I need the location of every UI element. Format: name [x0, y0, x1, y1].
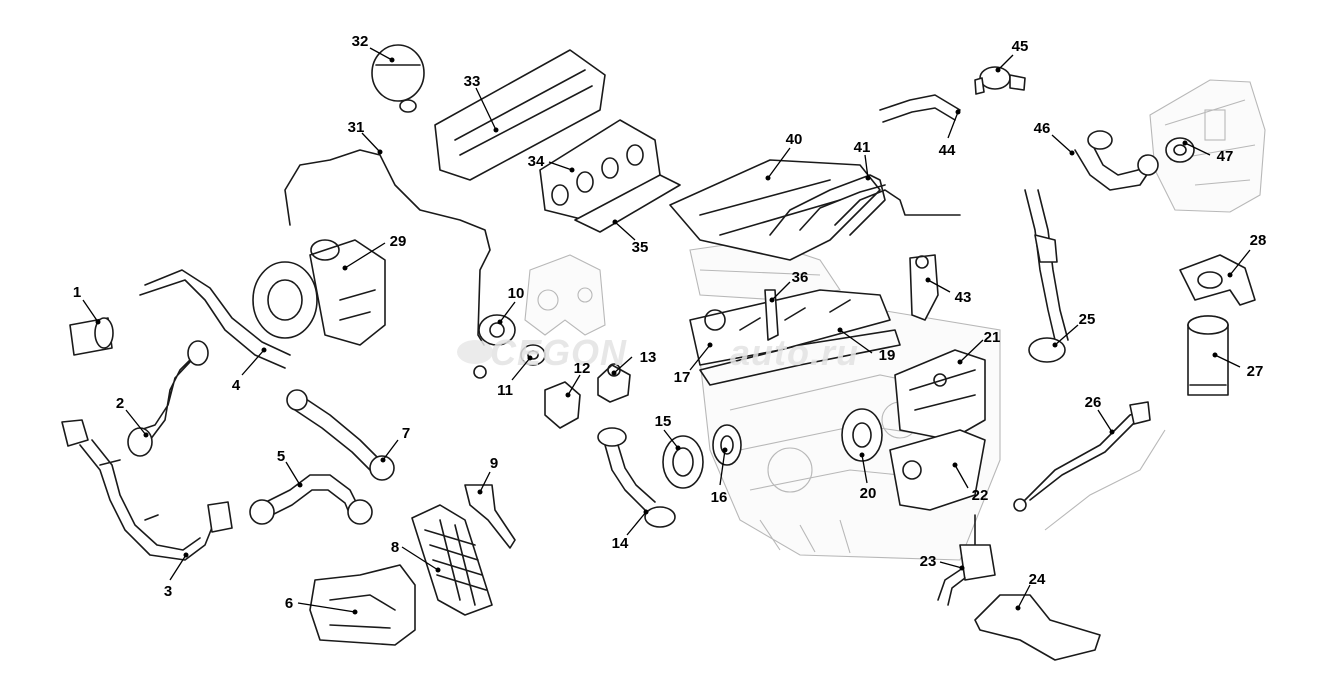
- callout-40: 40: [786, 131, 803, 148]
- part-sleeve: [69, 317, 114, 356]
- part-connector-47: [1165, 137, 1195, 163]
- part-pulley-16: [712, 424, 742, 466]
- callout-28: 28: [1250, 232, 1267, 249]
- part-pipe-25: [1024, 189, 1069, 363]
- part-injector-36: [764, 289, 779, 341]
- callout-43: 43: [955, 289, 972, 306]
- part-gear-15: [662, 435, 704, 489]
- part-pump-10: [473, 314, 516, 379]
- part-hose-5: [249, 474, 373, 525]
- callout-44: 44: [939, 142, 956, 159]
- callout-19: 19: [879, 347, 896, 364]
- part-hose-7: [286, 389, 395, 481]
- callout-2: 2: [116, 395, 124, 412]
- watermark: CEGON auto.ru: [457, 332, 859, 373]
- callout-29: 29: [390, 233, 407, 250]
- part-sensor-13: [597, 363, 631, 403]
- callout-24: 24: [1029, 571, 1046, 588]
- callout-46: 46: [1034, 120, 1051, 137]
- part-pipe-assembly: [61, 419, 233, 561]
- part-valve-45: [974, 66, 1026, 95]
- part-bracket-24: [974, 594, 1101, 661]
- callout-35: 35: [632, 239, 649, 256]
- part-heat-shield-33: [434, 49, 606, 181]
- part-bracket-22: [889, 429, 986, 511]
- callout-21: 21: [984, 329, 1001, 346]
- callout-9: 9: [490, 455, 498, 472]
- callout-12: 12: [574, 360, 591, 377]
- callout-4: 4: [232, 377, 241, 394]
- part-turbo-29: [252, 239, 386, 346]
- part-valve-cover-40: [669, 159, 881, 261]
- part-filter-27: [1187, 315, 1229, 396]
- callout-31: 31: [348, 119, 365, 136]
- callout-22: 22: [972, 487, 989, 504]
- callout-13: 13: [640, 349, 657, 366]
- callout-17: 17: [674, 369, 691, 386]
- callout-6: 6: [285, 595, 293, 612]
- part-bracket-9: [464, 484, 516, 549]
- part-pipe-14: [597, 427, 676, 528]
- part-gear-20: [841, 408, 883, 462]
- rod-ghost: [1044, 429, 1166, 531]
- part-injection-lines-41: [769, 174, 961, 236]
- part-valve-12: [544, 381, 581, 429]
- part-cover-6: [309, 564, 416, 646]
- callout-3: 3: [164, 583, 172, 600]
- callout-34: 34: [528, 153, 545, 170]
- part-injection-pump: [894, 349, 986, 441]
- hose-2-end: [187, 340, 209, 366]
- callout-16: 16: [711, 489, 728, 506]
- callout-10: 10: [508, 285, 525, 302]
- part-hose-44: [879, 94, 961, 123]
- part-gasket-35: [574, 174, 681, 233]
- part-sensor-43: [909, 254, 939, 321]
- callout-8: 8: [391, 539, 399, 556]
- part-ring-11: [520, 344, 546, 366]
- callout-5: 5: [277, 448, 285, 465]
- callout-26: 26: [1085, 394, 1102, 411]
- callout-33: 33: [464, 73, 481, 90]
- mounting-bracket-ghost: [524, 254, 606, 336]
- callout-36: 36: [792, 269, 809, 286]
- callout-27: 27: [1247, 363, 1264, 380]
- callout-32: 32: [352, 33, 369, 50]
- callout-7: 7: [402, 425, 410, 442]
- part-sensor-23: [937, 514, 996, 606]
- part-grille-8: [411, 504, 493, 616]
- hose-2-end-b: [127, 427, 153, 457]
- callout-41: 41: [854, 139, 871, 156]
- callout-45: 45: [1012, 38, 1029, 55]
- callout-14: 14: [612, 535, 629, 552]
- callout-20: 20: [860, 485, 877, 502]
- part-hose-4: [139, 269, 291, 369]
- part-rod-26: [1013, 401, 1151, 512]
- callout-25: 25: [1079, 311, 1096, 328]
- part-cylinder-head: [689, 289, 901, 386]
- part-mount-28: [1179, 254, 1256, 306]
- watermark-suffix: auto.ru: [730, 332, 859, 373]
- air-filter-housing-ghost: [1149, 79, 1266, 213]
- callout-labels: 1 2 3 4 5 6 7 8 9 10 11 12 13: [73, 33, 1267, 615]
- callout-11: 11: [497, 382, 513, 399]
- callout-23: 23: [920, 553, 937, 570]
- part-oil-line-31: [284, 149, 491, 346]
- callout-15: 15: [655, 413, 672, 430]
- watermark-brand: CEGON: [490, 332, 627, 373]
- part-hose-46: [1074, 130, 1159, 191]
- callout-1: 1: [73, 284, 81, 301]
- callout-47: 47: [1217, 148, 1234, 165]
- part-reservoir-32: [371, 44, 425, 113]
